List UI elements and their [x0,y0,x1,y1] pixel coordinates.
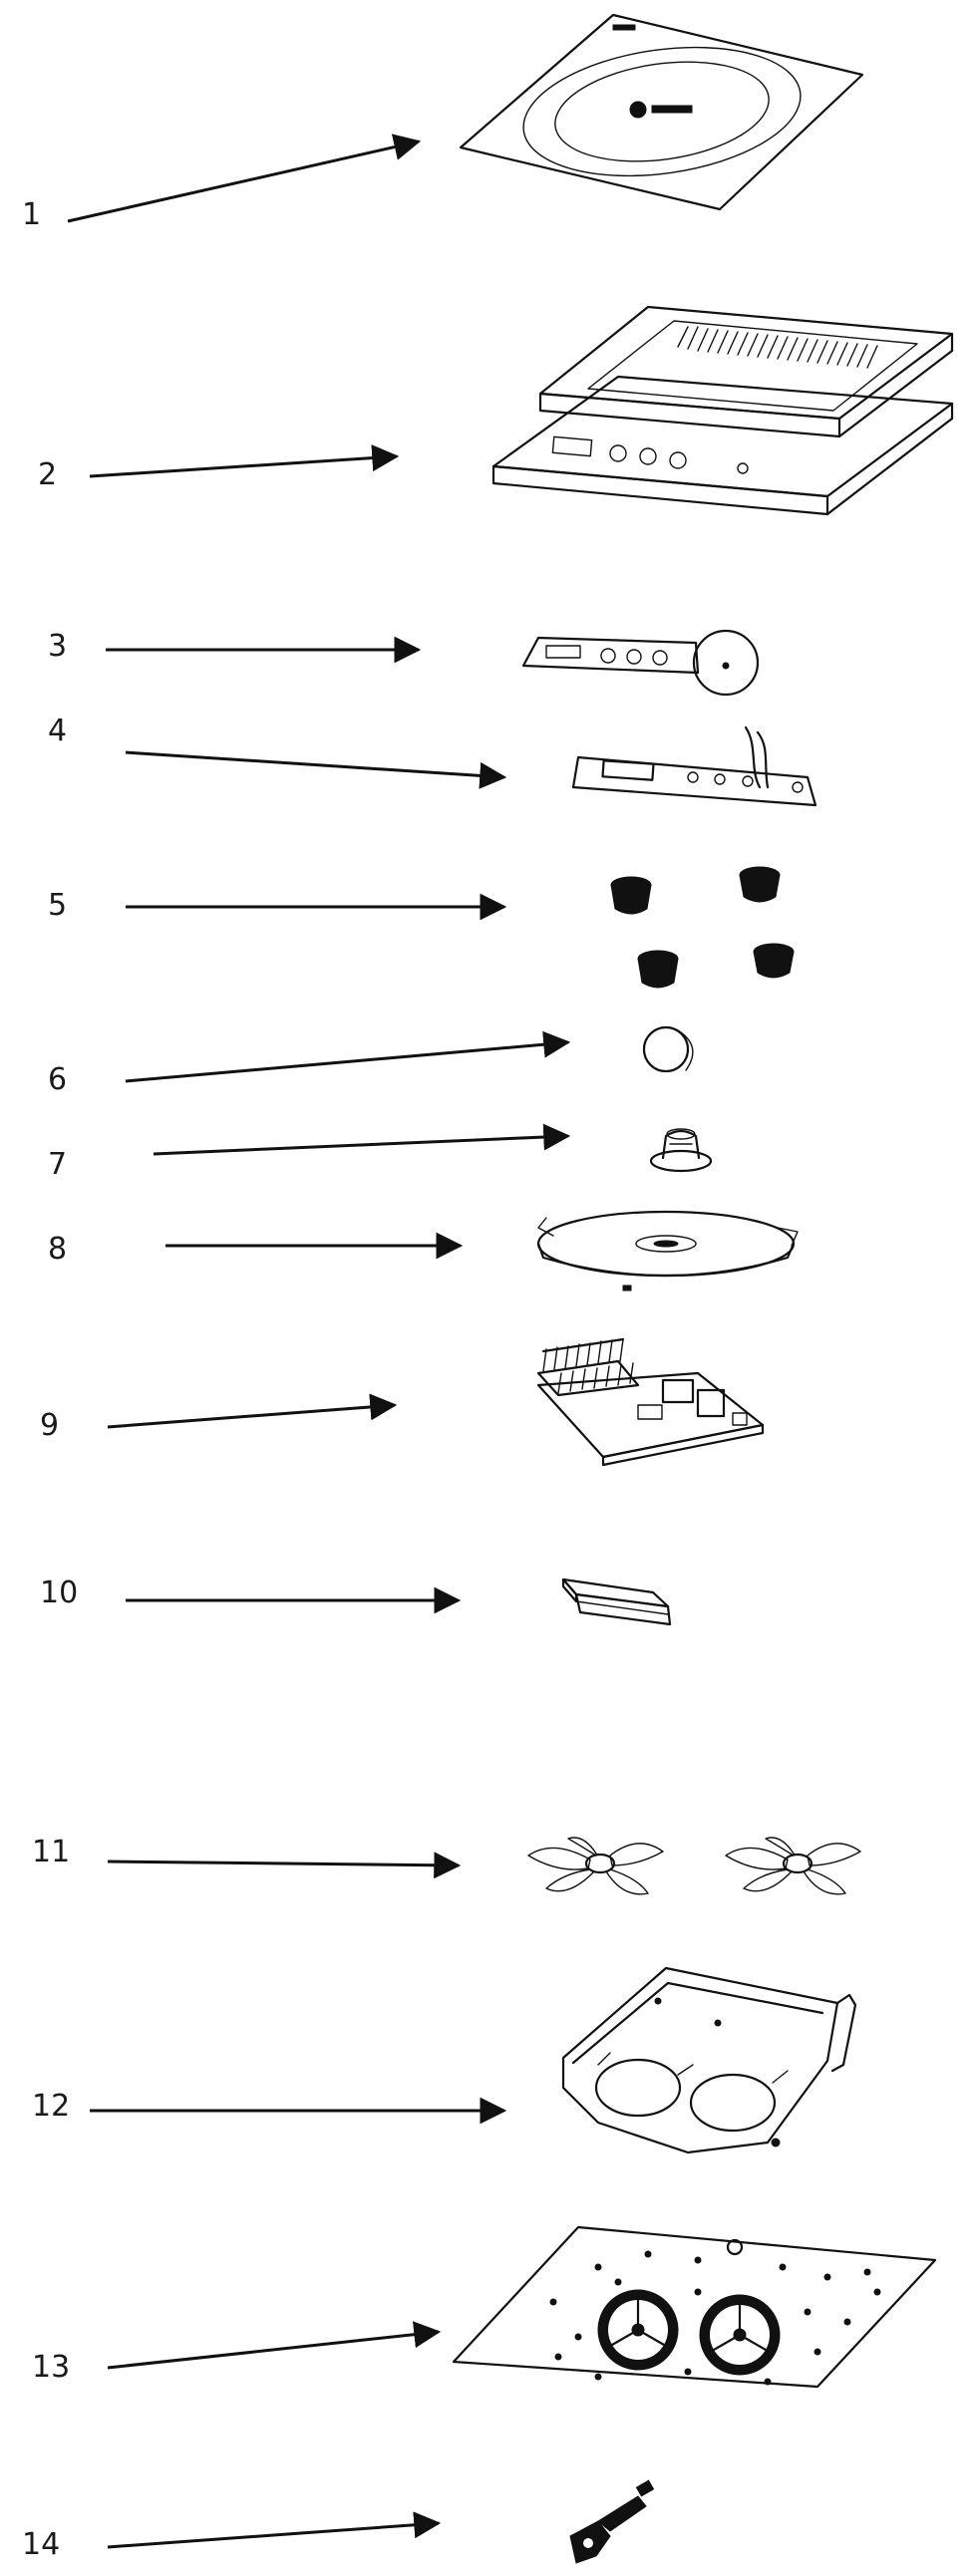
part-label-10: 10 [40,1575,78,1610]
temperature-sensor-disc-icon [642,1025,694,1073]
part-label-4: 4 [48,714,67,748]
part-label-11: 11 [32,1835,70,1869]
arrow-7 [153,1123,571,1156]
arrow-13 [107,2321,442,2370]
fan-bracket-icon [561,1966,857,2154]
control-panel-overlay-icon [521,629,760,697]
arrow-9 [107,1393,398,1429]
part-label-2: 2 [38,457,57,492]
part-label-3: 3 [48,629,67,664]
arrow-1 [67,134,422,223]
glass-top-plate-icon [459,13,864,211]
arrow-11 [107,1852,462,1879]
part-label-9: 9 [40,1408,59,1443]
part-label-1: 1 [22,197,41,232]
power-board-icon [536,1337,765,1467]
power-cord-clamp-icon [569,2479,655,2564]
part-label-8: 8 [48,1232,67,1267]
arrow-4 [125,750,507,789]
sensor-holder-icon [649,1128,713,1173]
part-label-5: 5 [48,888,67,923]
part-label-12: 12 [32,2089,70,2124]
arrow-2 [89,444,400,478]
arrow-14 [107,2511,442,2549]
upper-housing-icon [491,305,954,516]
part-label-13: 13 [32,2350,70,2385]
part-label-14: 14 [22,2527,60,2562]
insulation-pad-icon [561,1577,672,1626]
bottom-plate-icon [452,2225,937,2389]
induction-coil-icon [536,1210,799,1291]
arrow-6 [125,1030,571,1083]
part-label-6: 6 [48,1062,67,1097]
part-label-7: 7 [48,1147,67,1182]
display-pcb-icon [571,725,817,807]
rubber-feet-icon [610,866,795,989]
fan-blades-icon [527,1837,861,1895]
